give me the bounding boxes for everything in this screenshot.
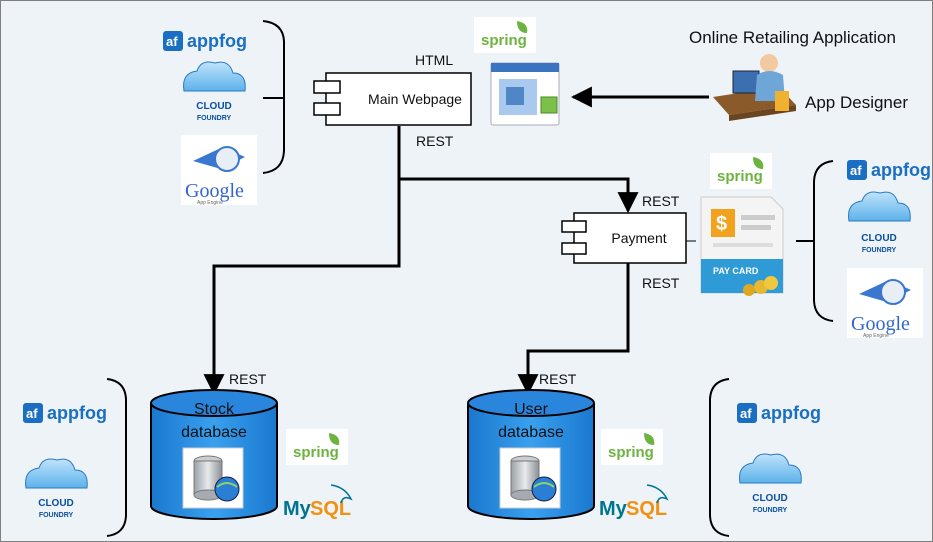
appfog-logo-user: af appfog	[737, 403, 821, 423]
svg-text:App Engine: App Engine	[863, 333, 889, 339]
svg-text:spring: spring	[481, 32, 527, 49]
payment-to-user-line	[517, 263, 630, 396]
svg-text:af: af	[740, 406, 752, 421]
bracket-stock	[106, 378, 127, 537]
rest-stock-label: REST	[229, 371, 267, 387]
google-app-engine-logo-payment: Google App Engine	[847, 268, 923, 339]
paycard-icon: PAY CARD $	[700, 196, 784, 296]
svg-text:spring: spring	[293, 444, 339, 461]
cloud-foundry-logo-stock: CLOUD FOUNDRY	[25, 458, 88, 519]
user-db-title: User	[514, 401, 548, 418]
edge-labels: HTML REST REST REST REST REST	[229, 52, 680, 387]
diagram-title: Online Retailing Application	[689, 28, 896, 47]
svg-text:appfog: appfog	[761, 403, 821, 423]
platform-brackets	[106, 20, 834, 537]
main-webpage-label: Main Webpage	[368, 91, 462, 107]
cloud-foundry-logo-main: CLOUD FOUNDRY	[183, 61, 246, 122]
stock-db-icon	[182, 447, 244, 509]
svg-text:spring: spring	[608, 444, 654, 461]
mysql-logo-user: My SQL	[599, 484, 669, 520]
cloud-foundry-logo-payment: CLOUD FOUNDRY	[848, 191, 911, 254]
app-designer-icon	[713, 54, 796, 121]
svg-text:FOUNDRY: FOUNDRY	[753, 507, 788, 514]
stock-db-title: Stock	[194, 401, 235, 418]
appfog-logo-stock: af appfog	[23, 403, 107, 423]
main-webpage-component[interactable]: Main Webpage	[313, 72, 472, 126]
cloud-foundry-logo-user: CLOUD FOUNDRY	[739, 453, 802, 514]
user-db-icon	[499, 447, 561, 509]
svg-text:FOUNDRY: FOUNDRY	[862, 247, 897, 254]
appfog-logo-main: af appfog	[163, 31, 247, 51]
user-db-subtitle: database	[498, 424, 564, 441]
user-database[interactable]: User database	[467, 389, 595, 520]
svg-text:$: $	[716, 213, 727, 235]
bracket-main	[262, 20, 285, 174]
svg-text:spring: spring	[717, 168, 763, 185]
svg-text:Google: Google	[185, 180, 244, 202]
spring-logo-main: spring	[474, 17, 536, 53]
main-to-payment-line	[397, 126, 639, 214]
html-label: HTML	[415, 52, 453, 68]
svg-text:CLOUD: CLOUD	[196, 101, 232, 112]
payment-component[interactable]: Payment	[561, 212, 687, 264]
payment-label: Payment	[611, 230, 666, 246]
appfog-logo-payment: af appfog	[847, 160, 931, 180]
stock-db-subtitle: database	[181, 424, 247, 441]
svg-text:CLOUD: CLOUD	[752, 493, 788, 504]
svg-text:CLOUD: CLOUD	[38, 498, 74, 509]
stock-database[interactable]: Stock database	[150, 389, 278, 520]
svg-text:appfog: appfog	[187, 31, 247, 51]
svg-text:SQL: SQL	[626, 498, 667, 520]
rest-payment-out-label: REST	[642, 275, 680, 291]
svg-text:af: af	[850, 163, 862, 178]
mysql-logo-stock: My SQL	[283, 484, 353, 520]
svg-text:FOUNDRY: FOUNDRY	[39, 512, 74, 519]
spring-logo-payment: spring	[710, 153, 772, 189]
paycard-text: PAY CARD	[713, 266, 759, 276]
svg-text:FOUNDRY: FOUNDRY	[197, 115, 232, 122]
svg-text:SQL: SQL	[310, 498, 351, 520]
connectors	[203, 86, 813, 396]
main-to-stock-line	[203, 179, 401, 396]
svg-text:CLOUD: CLOUD	[861, 233, 897, 244]
svg-text:My: My	[283, 498, 312, 520]
svg-text:Google: Google	[851, 313, 910, 335]
webpage-icon	[490, 62, 560, 126]
svg-text:App Engine: App Engine	[197, 200, 223, 206]
svg-text:af: af	[26, 406, 38, 421]
spring-logo-user: spring	[601, 429, 663, 465]
svg-text:My: My	[599, 498, 628, 520]
rest-user-label: REST	[539, 371, 577, 387]
bracket-payment	[813, 160, 834, 322]
rest-payment-in-label: REST	[642, 193, 680, 209]
spring-logo-stock: spring	[286, 429, 348, 465]
rest-main-label: REST	[416, 133, 454, 149]
bracket-user	[709, 378, 730, 537]
svg-text:af: af	[166, 34, 178, 49]
svg-text:appfog: appfog	[47, 403, 107, 423]
app-designer-label: App Designer	[805, 93, 908, 112]
google-app-engine-logo-main: Google App Engine	[181, 135, 257, 206]
svg-text:appfog: appfog	[871, 160, 931, 180]
